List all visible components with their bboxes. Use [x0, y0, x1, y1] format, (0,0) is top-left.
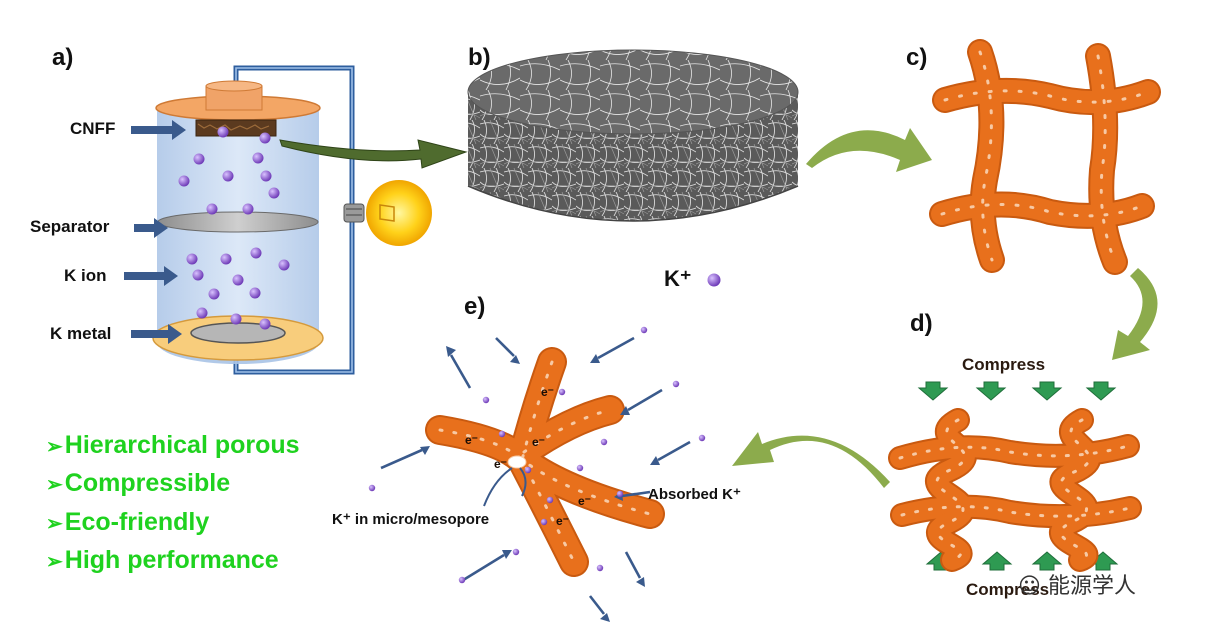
k-ion-dot — [524, 466, 532, 474]
k-ion-dot — [208, 288, 220, 300]
k-ion-dot — [230, 313, 242, 325]
compress-arrows-top — [917, 381, 1117, 401]
k-ion-dot — [596, 564, 604, 572]
k-ion-dot — [576, 464, 584, 472]
separator-pointer-arrow — [134, 218, 168, 238]
arrowhead-icon: ➢ — [46, 474, 63, 496]
k-plus-legend-label: K⁺ — [664, 266, 692, 291]
watermark: ☺ 能源学人 — [1018, 574, 1136, 599]
panel-label-e: e) — [464, 293, 486, 320]
k-ion-dot — [512, 548, 520, 556]
k-ion-dot — [600, 438, 608, 446]
compress-label-top: Compress — [962, 355, 1046, 374]
k-ion-dot — [268, 187, 280, 199]
electron-label-group: e⁻ e⁻ e⁻ e⁻ e⁻ e⁻ — [465, 385, 591, 528]
k-metal-disc — [190, 322, 286, 344]
k-ion-dot — [249, 287, 261, 299]
cell-label-pointers — [124, 120, 186, 344]
k-ion-dot — [558, 388, 566, 396]
panel-label-c: c) — [906, 44, 928, 71]
k-ion-dot — [698, 434, 706, 442]
k-ion-dot — [220, 253, 232, 265]
arrowhead-icon: ➢ — [46, 551, 63, 573]
k-ion-label: K ion — [64, 266, 107, 285]
battery-cell — [152, 65, 432, 375]
feature-item-high-performance: ➢High performance — [46, 546, 279, 574]
electron-label: e⁻ — [532, 435, 545, 449]
arrow-a-to-b — [279, 139, 468, 169]
k-ion-dot — [259, 132, 271, 144]
electron-label: e⁻ — [556, 514, 569, 528]
k-ion-dot — [242, 203, 254, 215]
panel-label-b: b) — [468, 44, 491, 71]
k-ion-dot — [640, 326, 648, 334]
branched-fiber — [425, 347, 665, 577]
k-ion-dot — [232, 274, 244, 286]
k-ion-dot — [192, 269, 204, 281]
k-ion-dot — [252, 152, 264, 164]
k-ion-dot — [540, 518, 548, 526]
micro-mesopore-label: K⁺ in micro/mesopore — [332, 511, 490, 528]
k-ion-dot — [222, 170, 234, 182]
compress-label-bottom: Compress — [966, 580, 1050, 599]
k-ion-dot — [206, 203, 218, 215]
panel-e-ion-group — [368, 326, 706, 584]
feature-item-eco-friendly: ➢Eco-friendly — [46, 508, 210, 536]
k-ion-dot — [193, 153, 205, 165]
cell-ion-group — [178, 126, 290, 330]
mesopore-callout — [483, 467, 527, 507]
arrow-c-to-d — [1112, 268, 1158, 360]
fiber-network — [929, 39, 1161, 275]
arrow-d-to-e — [732, 432, 890, 488]
electron-label: e⁻ — [541, 385, 554, 399]
arrowhead-icon: ➢ — [46, 436, 63, 458]
feature-item-hierarchical-porous: ➢Hierarchical porous — [46, 431, 300, 459]
electron-label: e⁻ — [494, 457, 507, 471]
light-bulb-icon — [343, 180, 432, 246]
arrowhead-icon: ➢ — [46, 513, 63, 535]
k-ion-dot — [259, 318, 271, 330]
k-ion-dot — [498, 430, 506, 438]
k-ion-dot — [278, 259, 290, 271]
electron-label: e⁻ — [465, 433, 478, 447]
absorbed-k-label: Absorbed K⁺ — [648, 486, 741, 503]
micro-mesopore — [507, 455, 527, 469]
compressed-fibers — [888, 408, 1142, 572]
separator-label: Separator — [30, 217, 110, 236]
k-ion-dot — [368, 484, 376, 492]
k-ion-dot — [217, 126, 229, 138]
cnff-disc — [467, 49, 799, 222]
k-ion-dot — [458, 576, 466, 584]
k-ion-dot — [250, 247, 262, 259]
k-ion-dot — [482, 396, 490, 404]
k-ion-dot — [672, 380, 680, 388]
k-ion-dot — [186, 253, 198, 265]
panel-label-a: a) — [52, 44, 74, 71]
separator-disc — [157, 211, 319, 233]
k-metal-label: K metal — [50, 324, 112, 343]
k-ion-dot — [178, 175, 190, 187]
k-ion-dot — [260, 170, 272, 182]
k-ion-dot — [546, 496, 554, 504]
cnff-label: CNFF — [70, 119, 116, 138]
feature-item-compressible: ➢Compressible — [46, 469, 231, 497]
electron-label: e⁻ — [578, 494, 591, 508]
k-ion-dot — [196, 307, 208, 319]
k-ion-pointer-arrow — [124, 266, 178, 286]
panel-label-d: d) — [910, 310, 933, 337]
wechat-icon: ☺ — [1018, 574, 1041, 599]
k-ion-legend-dot — [707, 273, 721, 287]
k-ion-dot — [616, 490, 624, 498]
arrow-b-to-c — [806, 128, 932, 172]
cnff-pointer-arrow — [131, 120, 186, 140]
ion-flow-arrows — [380, 336, 691, 622]
k-metal-pointer-arrow — [131, 324, 182, 344]
